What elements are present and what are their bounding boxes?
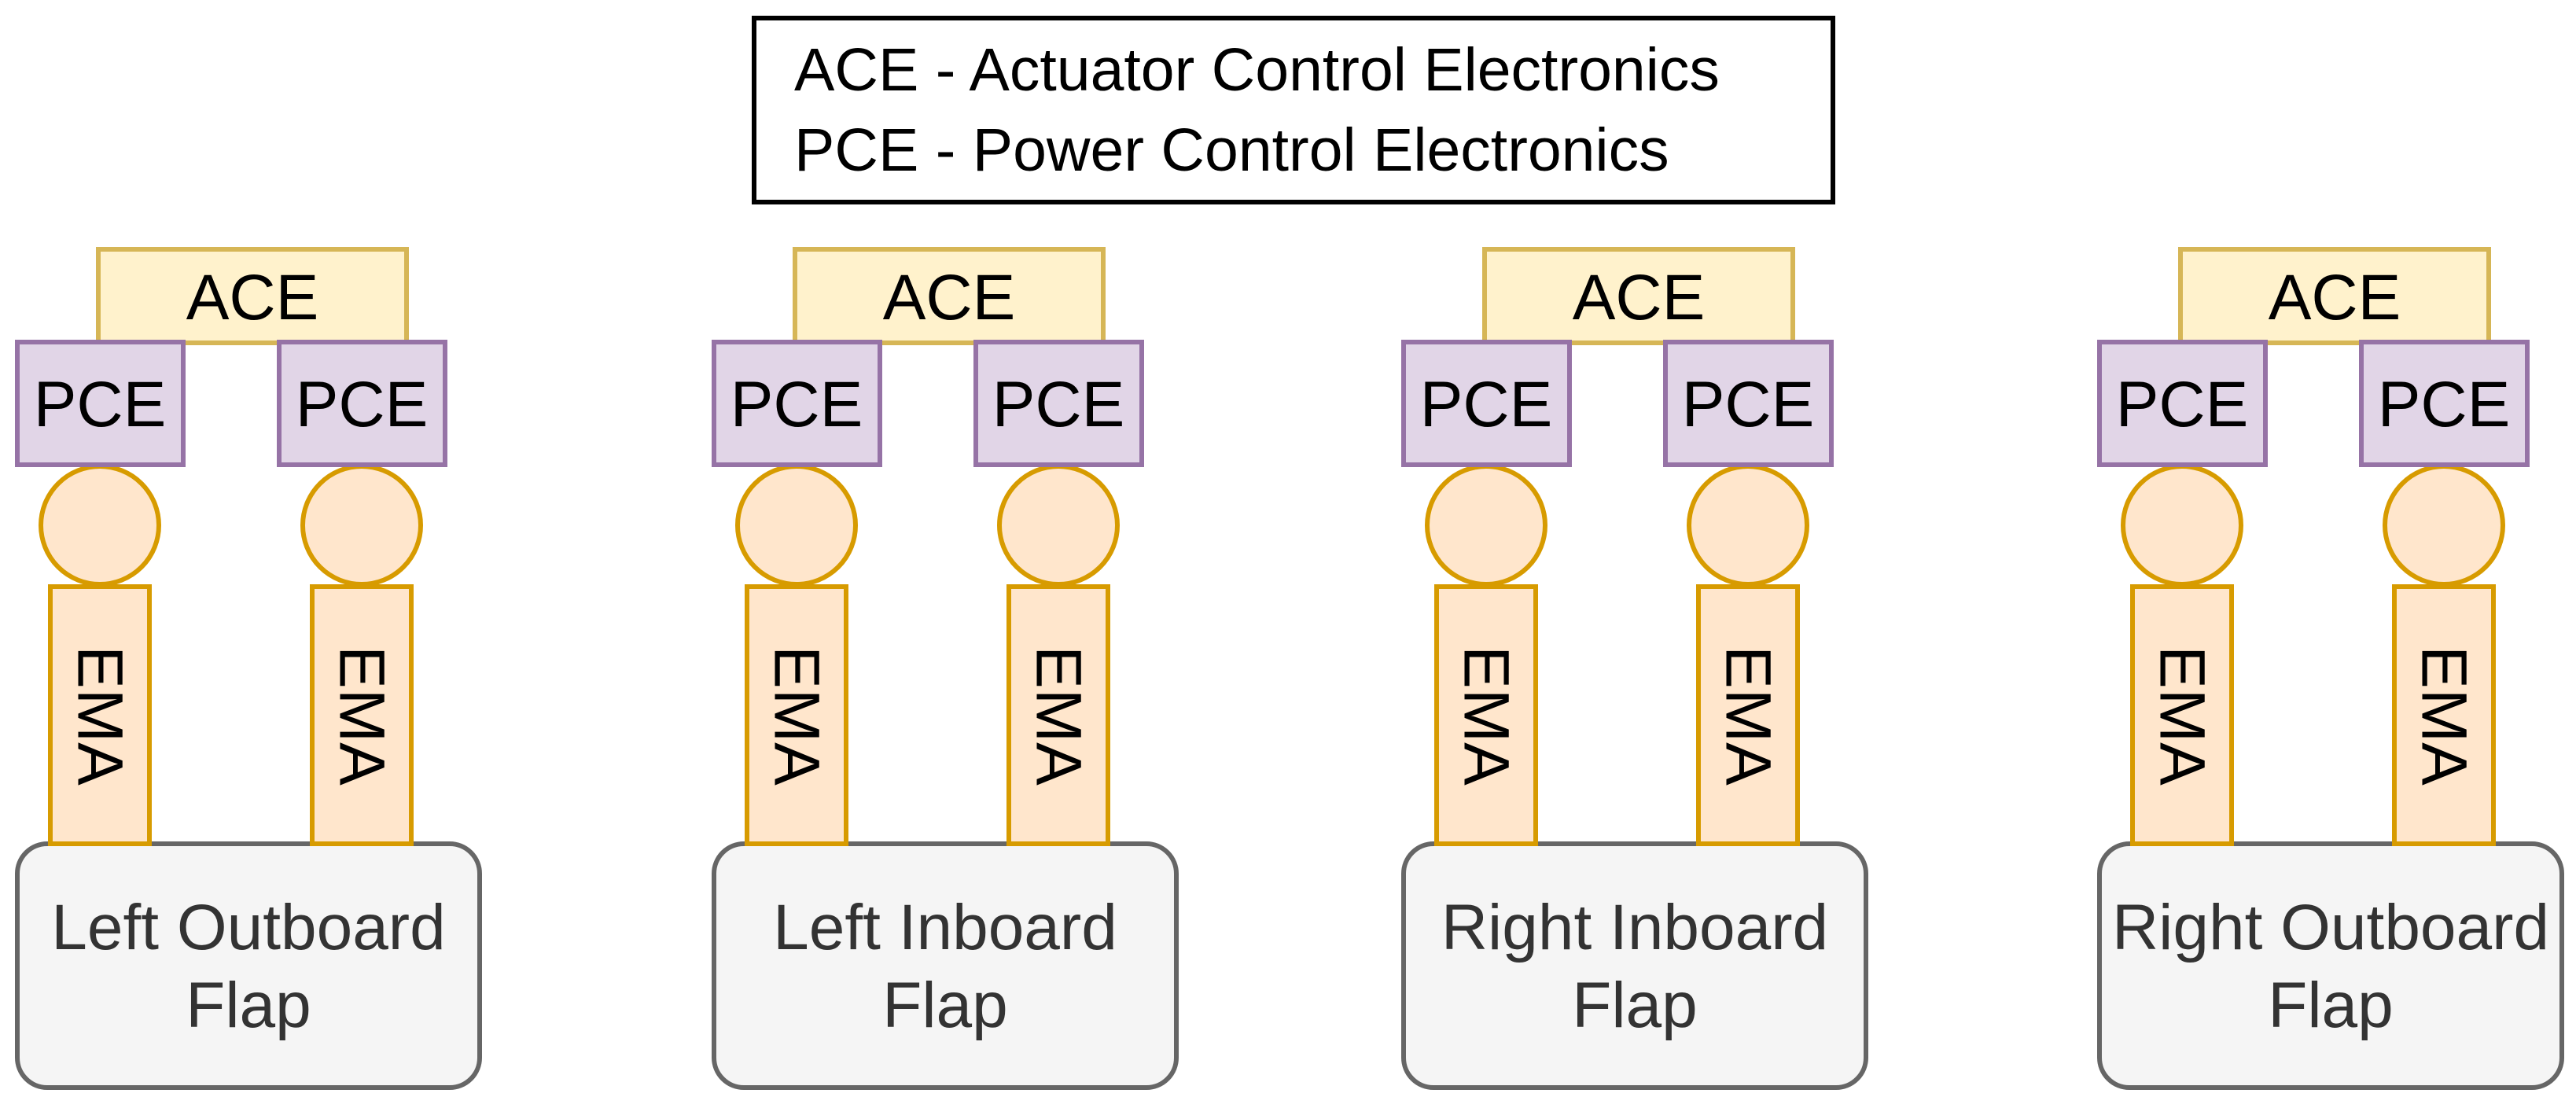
motor-right-circle <box>300 464 423 587</box>
ema-right-body <box>1696 584 1800 846</box>
flap-label-line2: Flap <box>186 970 311 1041</box>
legend-line-pce: PCE - Power Control Electronics <box>794 116 1669 184</box>
flap-label-line1: Right Inboard <box>1441 892 1828 963</box>
pce-left-box <box>15 340 186 467</box>
pce-left-box <box>1401 340 1572 467</box>
ema-left-body <box>48 584 152 846</box>
ema-right-body <box>1006 584 1110 846</box>
pce-right-label: PCE <box>1682 369 1815 440</box>
motor-right-circle <box>1687 464 1809 587</box>
flap-label-line2: Flap <box>882 970 1008 1041</box>
ema-right-label: EMA <box>1713 646 1784 786</box>
pce-right-box <box>277 340 447 467</box>
motor-left-circle <box>2121 464 2243 587</box>
pce-left-box <box>712 340 882 467</box>
flap-label-line1: Right Outboard <box>2112 892 2549 963</box>
ace-label: ACE <box>1573 262 1706 333</box>
ema-left-label: EMA <box>761 646 833 786</box>
ema-right-label: EMA <box>2409 646 2480 786</box>
flap-label-line2: Flap <box>1572 970 1698 1041</box>
ema-left-body <box>1434 584 1538 846</box>
motor-left-circle <box>1425 464 1547 587</box>
ema-right-body <box>2392 584 2496 846</box>
motor-left-circle <box>39 464 161 587</box>
pce-right-label: PCE <box>296 369 429 440</box>
ema-right-label: EMA <box>1023 646 1095 786</box>
pce-right-label: PCE <box>992 369 1125 440</box>
pce-right-box <box>1663 340 1834 467</box>
ema-right-label: EMA <box>326 646 398 786</box>
flap-label-line2: Flap <box>2268 970 2394 1041</box>
legend: ACE - Actuator Control Electronics PCE -… <box>752 16 1835 204</box>
ema-right-body <box>310 584 414 846</box>
pce-right-box <box>2359 340 2530 467</box>
flap-box <box>712 841 1179 1090</box>
pce-left-label: PCE <box>2116 369 2249 440</box>
flap-label-line1: Left Inboard <box>773 892 1117 963</box>
pce-left-label: PCE <box>34 369 167 440</box>
ace-label: ACE <box>186 262 319 333</box>
ace-box <box>96 247 409 345</box>
flap-box <box>2097 841 2564 1090</box>
pce-left-label: PCE <box>730 369 863 440</box>
ace-box <box>793 247 1106 345</box>
ema-left-body <box>745 584 848 846</box>
ace-box <box>2178 247 2491 345</box>
flap-box <box>1401 841 1868 1090</box>
motor-left-circle <box>735 464 858 587</box>
flap-box <box>15 841 482 1090</box>
ema-left-label: EMA <box>2147 646 2218 786</box>
legend-line-ace: ACE - Actuator Control Electronics <box>794 36 1720 104</box>
motor-right-circle <box>2383 464 2505 587</box>
ace-box <box>1482 247 1795 345</box>
ema-left-label: EMA <box>1451 646 1522 786</box>
ace-label: ACE <box>2269 262 2401 333</box>
pce-right-box <box>973 340 1144 467</box>
pce-right-label: PCE <box>2378 369 2511 440</box>
ace-label: ACE <box>883 262 1016 333</box>
flap-label-line1: Left Outboard <box>51 892 445 963</box>
pce-left-label: PCE <box>1420 369 1553 440</box>
ema-left-label: EMA <box>64 646 136 786</box>
motor-right-circle <box>997 464 1120 587</box>
pce-left-box <box>2097 340 2268 467</box>
legend-box <box>752 16 1835 204</box>
